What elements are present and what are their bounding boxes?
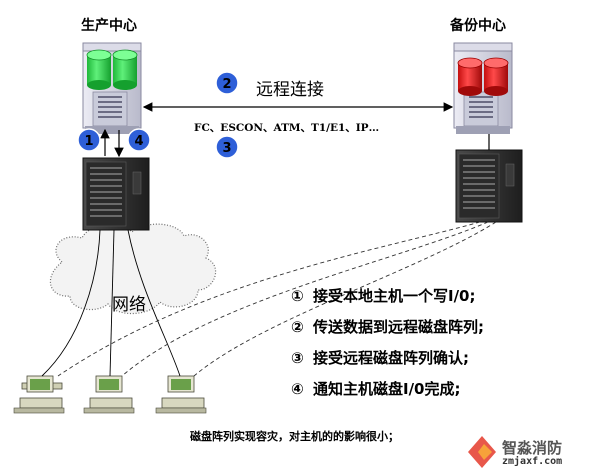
watermark-url: zmjaxf.com: [502, 456, 563, 467]
production-disks: [86, 49, 138, 90]
backup-disks: [457, 57, 509, 96]
step-text: 接受远程磁盘阵列确认;: [313, 349, 469, 367]
svg-text:2: 2: [222, 77, 231, 92]
network-label: 网络: [112, 295, 146, 315]
primary-network-links: [41, 229, 181, 377]
badge-3: 3: [215, 135, 239, 159]
svg-text:3: 3: [222, 141, 231, 156]
step-text: 传送数据到远程磁盘阵列;: [313, 318, 484, 336]
step-number: ③: [291, 349, 304, 367]
step-text: 通知主机磁盘I/0完成;: [313, 380, 461, 398]
workstation-2: [83, 375, 135, 414]
zhimiao-logo-icon: [468, 436, 496, 468]
watermark-name: 智淼消防: [502, 439, 563, 457]
remote-connection-label: 远程连接: [256, 80, 324, 100]
badge-1: 1: [77, 128, 101, 152]
protocols-label: FC、ESCON、ATM、T1/E1、IP…: [194, 122, 380, 134]
step-number: ④: [291, 380, 304, 398]
svg-text:4: 4: [134, 134, 143, 149]
svg-text:1: 1: [84, 134, 93, 149]
step-number: ①: [291, 287, 304, 305]
step-4: ④ 通知主机磁盘I/0完成;: [291, 378, 461, 399]
backup-disk-array: [453, 42, 513, 134]
caption: 磁盘阵列实现容灾，对主机的的影响很小；: [190, 430, 399, 443]
badge-2: 2: [215, 71, 239, 95]
badge-4: 4: [127, 128, 151, 152]
workstation-1: [13, 375, 65, 414]
production-disk-array: [82, 42, 142, 134]
production-center-title: 生产中心: [81, 18, 137, 34]
step-text: 接受本地主机一个写I/0;: [313, 287, 476, 305]
step-1: ① 接受本地主机一个写I/0;: [291, 285, 476, 306]
step-2: ② 传送数据到远程磁盘阵列;: [291, 316, 484, 337]
production-host-server: [82, 157, 150, 231]
step-number: ②: [291, 318, 304, 336]
backup-network-links: [57, 221, 497, 377]
step-3: ③ 接受远程磁盘阵列确认;: [291, 347, 469, 368]
workstation-3: [155, 375, 207, 414]
backup-host-server: [455, 149, 523, 223]
backup-center-title: 备份中心: [450, 18, 506, 34]
